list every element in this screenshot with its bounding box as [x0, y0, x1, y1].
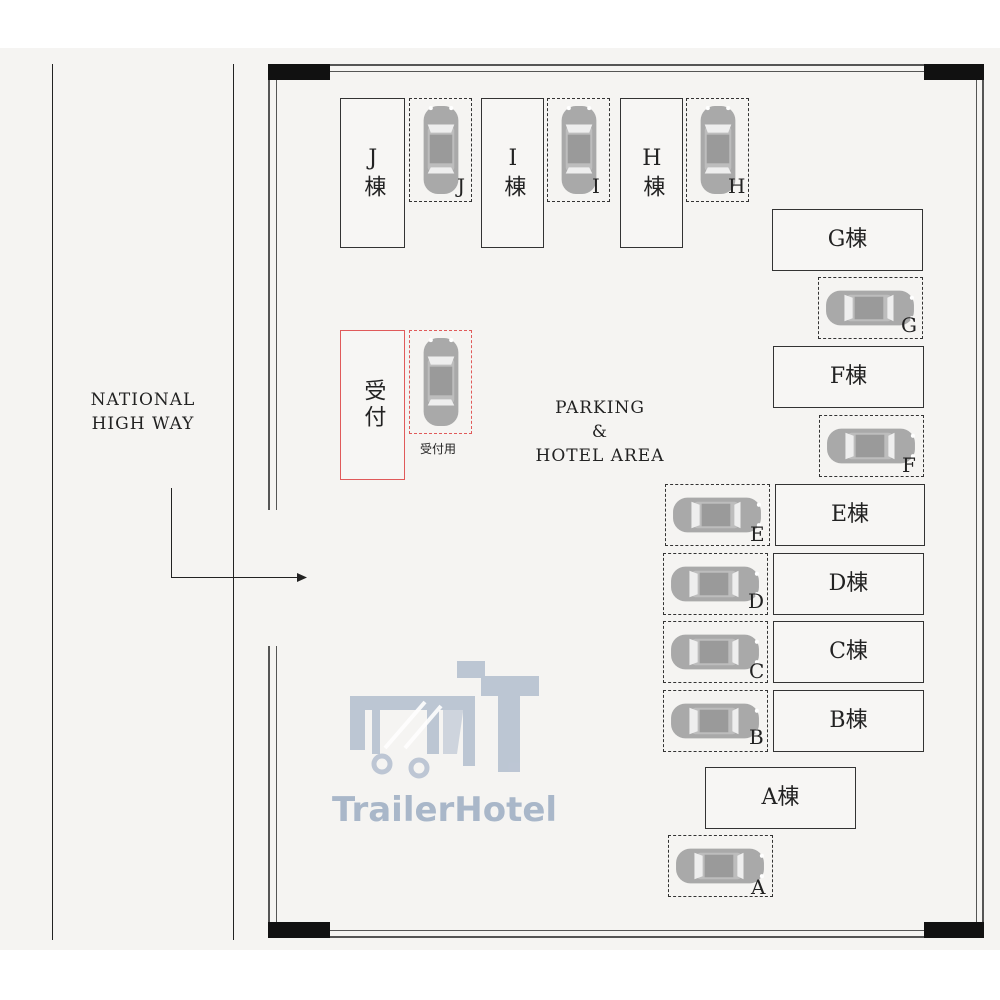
parking-spot-e-label: E	[750, 522, 765, 546]
building-b-label: B棟	[829, 708, 868, 734]
reception-parking-spot[interactable]	[409, 330, 472, 434]
wall-top-outer	[268, 64, 984, 66]
parking-spot-h-label: H	[728, 174, 746, 198]
parking-spot-b[interactable]	[663, 690, 768, 752]
building-h-label: H棟	[639, 145, 665, 201]
wall-bottom-outer	[268, 936, 984, 938]
wall-left-lower-inner	[276, 646, 277, 931]
building-a-label: A棟	[761, 785, 800, 811]
wall-left-upper-inner	[276, 71, 277, 510]
wall-top-inner	[276, 71, 976, 72]
reception-parking-label: 受付用	[420, 442, 457, 456]
building-e-label: E棟	[830, 502, 870, 528]
wall-right-inner	[976, 71, 977, 931]
parking-spot-g-label: G	[901, 313, 917, 337]
parking-spot-b-label: B	[749, 725, 764, 749]
reception-building-label: 受付	[360, 379, 386, 431]
parking-spot-i-label: I	[592, 174, 600, 198]
parking-spot-j-label: J	[457, 174, 466, 198]
area-label-line1: PARKING	[555, 398, 645, 418]
building-e[interactable]: E棟	[775, 484, 925, 546]
parking-spot-d-label: D	[748, 589, 765, 613]
area-label-line3: HOTEL AREA	[535, 446, 665, 466]
building-c[interactable]: C棟	[773, 621, 924, 683]
building-b[interactable]: B棟	[773, 690, 924, 752]
parking-spot-h[interactable]	[686, 98, 749, 202]
parking-spot-e[interactable]	[665, 484, 770, 546]
car-icon	[669, 700, 761, 742]
area-label-line2: &	[591, 422, 609, 442]
entrance-path-vertical	[171, 488, 172, 577]
trailer-hotel-logo-graphic	[350, 661, 539, 779]
parking-spot-c[interactable]	[663, 621, 768, 683]
parking-hotel-area-label: PARKING & HOTEL AREA	[510, 396, 690, 468]
arrow-right-icon	[297, 573, 307, 582]
wall-bottom-inner	[276, 930, 976, 931]
highway-edge-right	[233, 64, 234, 940]
highway-label-line2: HIGH WAY	[91, 414, 195, 434]
building-c-label: C棟	[829, 639, 868, 665]
wall-left-lower-outer	[268, 646, 270, 938]
building-f-label: F棟	[829, 364, 868, 390]
parking-spot-f-label: F	[902, 453, 916, 477]
building-g[interactable]: G棟	[772, 209, 923, 271]
reception-building[interactable]: 受付	[340, 330, 405, 480]
corner-post-top-left	[268, 64, 330, 80]
parking-spot-g[interactable]	[818, 277, 923, 339]
parking-spot-d[interactable]	[663, 553, 768, 615]
building-d-label: D棟	[828, 571, 869, 597]
highway-edge-left	[52, 64, 53, 940]
entrance-path-horizontal	[171, 577, 302, 578]
car-icon	[420, 104, 462, 196]
parking-spot-j[interactable]	[409, 98, 472, 202]
parking-spot-c-label: C	[749, 659, 765, 683]
building-f[interactable]: F棟	[773, 346, 924, 408]
building-g-label: G棟	[827, 227, 868, 253]
building-j[interactable]: J棟	[340, 98, 405, 248]
corner-post-top-right	[924, 64, 984, 80]
parking-spot-i[interactable]	[547, 98, 610, 202]
parking-spot-a[interactable]	[668, 835, 773, 897]
building-d[interactable]: D棟	[773, 553, 924, 615]
corner-post-bottom-right	[924, 922, 984, 938]
trailer-hotel-logo-text: TrailerHotel	[332, 790, 558, 830]
wall-left-upper-outer	[268, 64, 270, 510]
corner-post-bottom-left	[268, 922, 330, 938]
building-j-label: J棟	[360, 145, 386, 201]
highway-label-line1: NATIONAL	[90, 390, 196, 410]
highway-label: NATIONAL HIGH WAY	[62, 388, 224, 436]
car-icon	[669, 631, 761, 673]
car-icon	[420, 336, 462, 428]
parking-spot-a-label: A	[751, 875, 766, 899]
parking-spot-f[interactable]	[819, 415, 924, 477]
wall-right-outer	[982, 64, 984, 938]
building-h[interactable]: H棟	[620, 98, 683, 248]
building-i[interactable]: I棟	[481, 98, 544, 248]
building-a[interactable]: A棟	[705, 767, 856, 829]
building-i-label: I棟	[500, 145, 526, 201]
